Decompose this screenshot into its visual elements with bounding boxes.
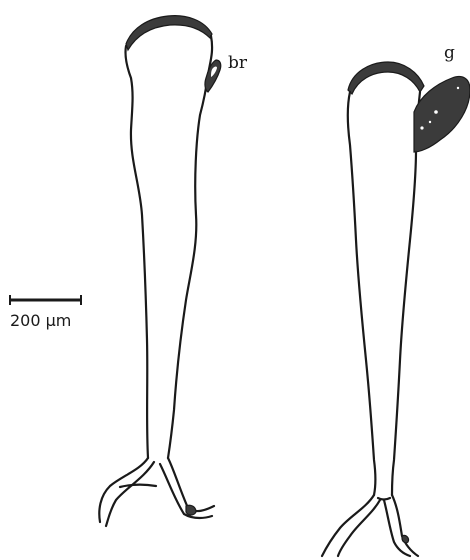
scale-bar bbox=[10, 295, 81, 305]
right-polyp-cap bbox=[348, 62, 424, 94]
right-polyp-gonophore-dot bbox=[429, 121, 431, 123]
left-polyp-stolon-tip bbox=[186, 505, 196, 515]
right-polyp-stolon-link bbox=[378, 498, 390, 500]
left-polyp-stolon-inner bbox=[106, 462, 154, 526]
right-polyp-stolon-left-inner bbox=[338, 500, 380, 556]
left-polyp-stolon-right-outer bbox=[168, 458, 214, 511]
left-polyp-body-left bbox=[125, 46, 148, 458]
left-polyp-cap bbox=[126, 16, 212, 50]
label-g: g bbox=[444, 45, 455, 62]
left-polyp-bud-br bbox=[205, 60, 221, 92]
right-polyp bbox=[322, 62, 470, 556]
right-polyp-stolon-tip bbox=[402, 535, 409, 542]
scale-bar-label: 200 µm bbox=[10, 313, 71, 329]
right-polyp-stolon-left-outer bbox=[322, 495, 374, 556]
right-polyp-body-left bbox=[348, 92, 376, 495]
label-br: br bbox=[228, 55, 247, 72]
left-polyp-body-right bbox=[168, 36, 212, 458]
left-polyp bbox=[99, 16, 220, 526]
right-polyp-gonophore-dot bbox=[434, 110, 438, 114]
left-polyp-stolon-link bbox=[120, 485, 156, 487]
right-polyp-gonophore-dot bbox=[457, 87, 459, 89]
right-polyp-gonophore-dot bbox=[420, 126, 423, 129]
left-polyp-stolon-outer bbox=[99, 458, 148, 522]
